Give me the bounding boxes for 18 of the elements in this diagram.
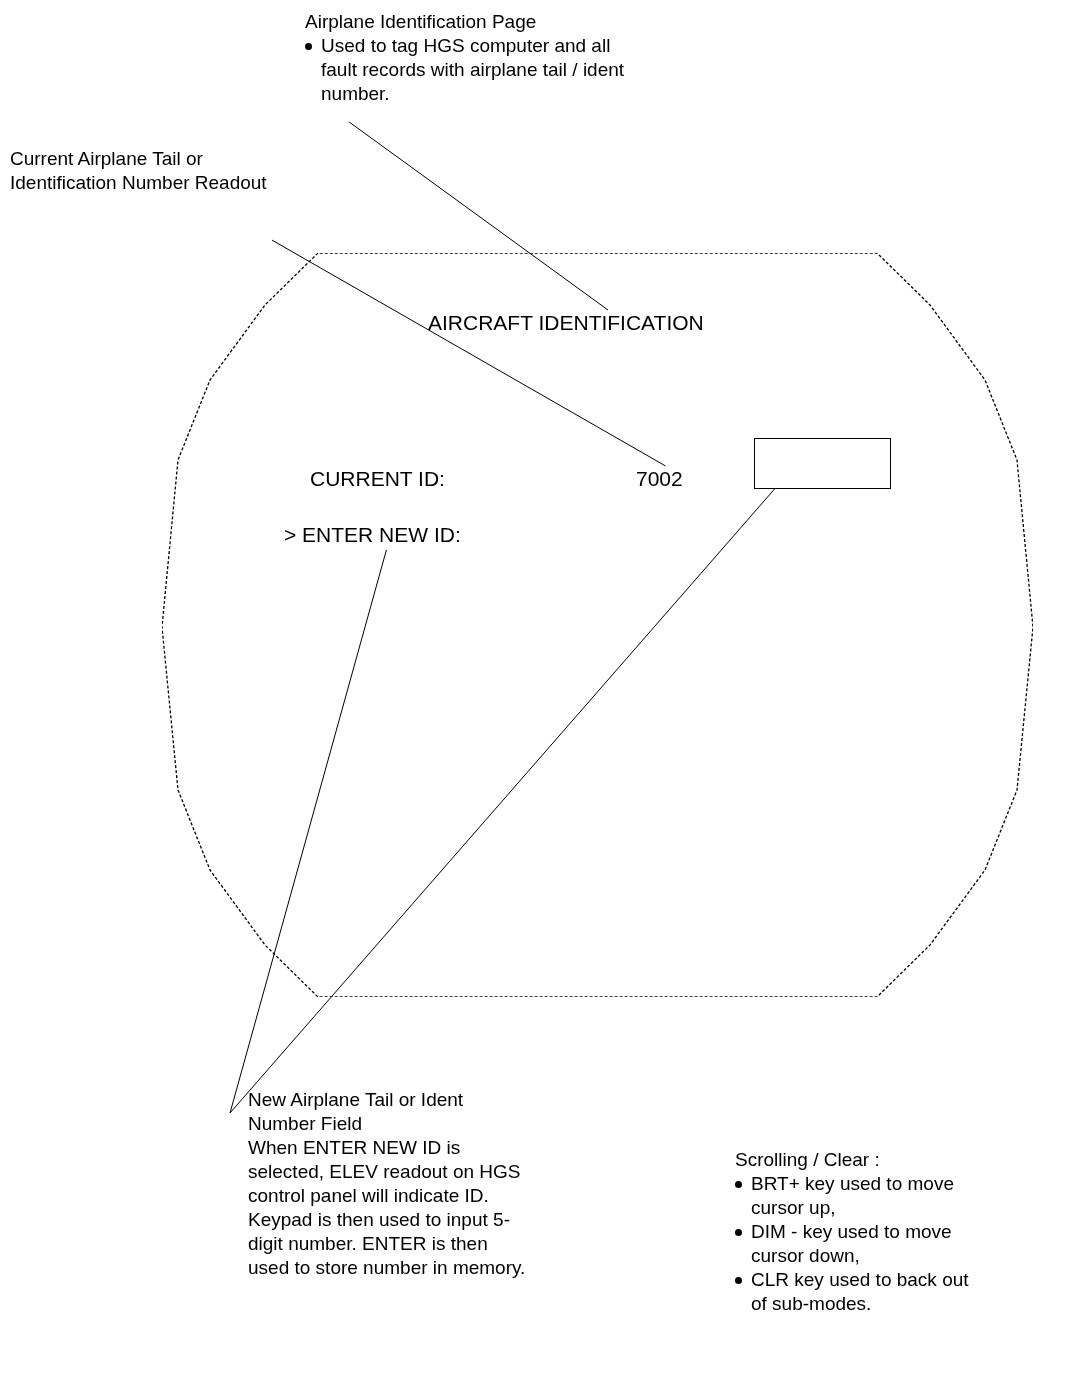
callout-description: When ENTER NEW ID is selected, ELEV readout on HGS control panel will indicate ID. Keypad is then used to input 5-digit number. ENTER is then used to store number in memory. <box>248 1136 527 1280</box>
screen-text: AIRCRAFT IDENTIFICATION <box>428 310 705 336</box>
bullet-text: CLR key used to back out of sub-modes. <box>751 1268 970 1316</box>
callout-heading: Airplane Identification Page <box>305 10 538 34</box>
callout-heading: Current Airplane Tail or Identification Number Readout <box>10 147 268 195</box>
leader-line <box>348 121 609 311</box>
bullet-text: DIM - key used to move cursor down, <box>751 1220 953 1268</box>
bullet-text: BRT+ key used to move cursor up, <box>751 1172 955 1220</box>
screen-text: > ENTER NEW ID: <box>284 522 462 548</box>
screen-text: 7002 <box>636 466 684 492</box>
leader-line <box>229 549 387 1114</box>
note-heading: Scrolling / Clear : <box>735 1148 880 1172</box>
leader-line <box>271 239 667 467</box>
bullet-text: Used to tag HGS computer and all fault records with airplane tail / ident number. <box>321 34 626 106</box>
callout-heading: New Airplane Tail or Ident Number Field <box>248 1088 465 1136</box>
leader-line <box>229 488 776 1114</box>
input-field <box>754 438 891 489</box>
screen-text: CURRENT ID: <box>310 466 445 492</box>
